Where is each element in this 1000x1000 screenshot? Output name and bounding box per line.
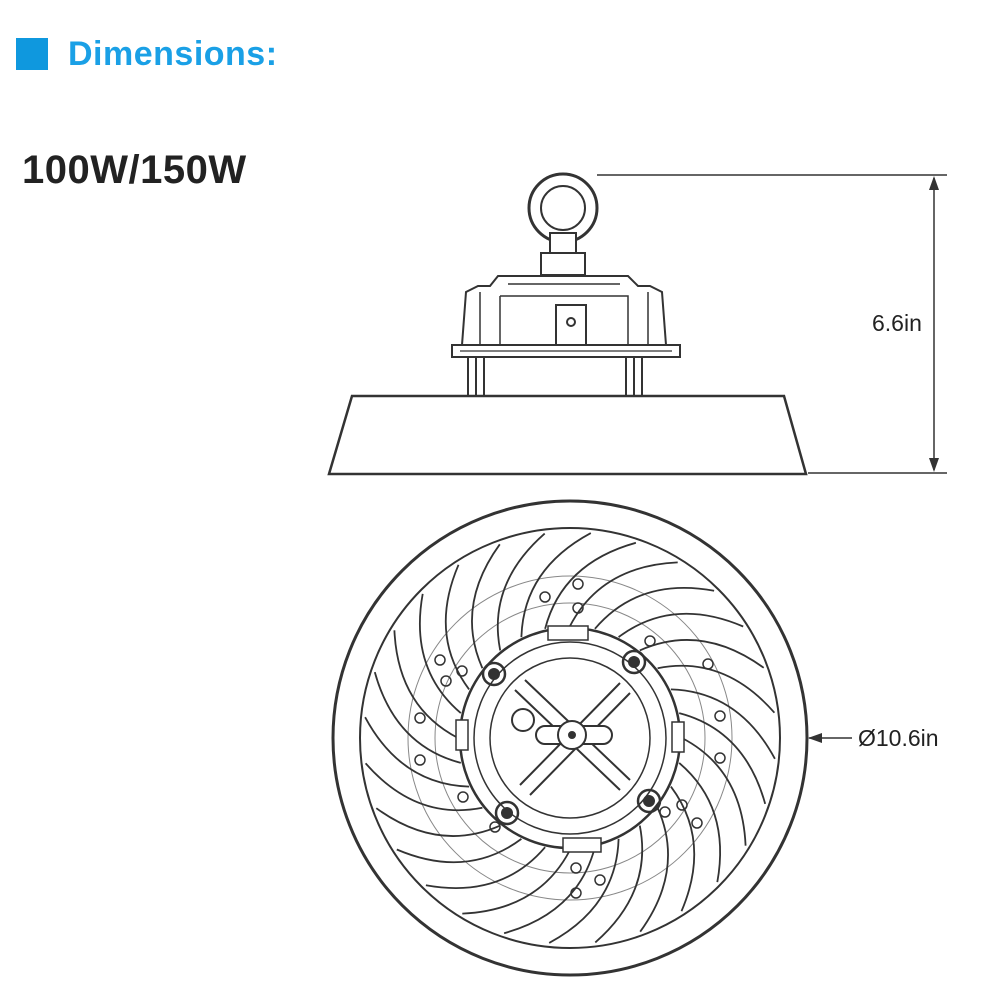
diameter-dimension-label: Ø10.6in [858,725,939,751]
diameter-arrow [808,733,822,743]
cooling-fin [444,564,470,690]
cooling-fin [594,825,644,944]
cooling-fin [503,846,596,935]
hub-bolts [481,649,662,826]
section-header: Dimensions: [16,32,278,76]
vent-hole [702,658,714,670]
fin-ring-outer [359,527,781,949]
vent-holes [414,578,726,899]
dimension-arrow-bottom [929,458,939,472]
vent-hole [594,874,606,886]
support-posts [467,357,643,396]
vent-hole [714,710,726,722]
section-title: Dimensions: [68,34,278,73]
vent-hole [434,654,446,666]
cooling-fin [639,807,669,933]
cooling-fin [393,630,459,739]
cooling-fin [375,807,501,837]
height-dimension-line [597,174,947,474]
cooling-fin [657,664,776,714]
cooling-fin [425,846,546,889]
cooling-fin [496,532,546,651]
eye-bolt-hole [540,185,586,231]
cooling-fin [678,712,767,805]
vent-hole [414,712,426,724]
square-bullet-icon [16,38,48,70]
reflector-shade [327,394,808,476]
vent-hole [414,754,426,766]
outer-rim [331,499,809,977]
cooling-fin [681,737,747,846]
vent-hole [676,799,688,811]
mounting-bracket [555,304,587,351]
vent-hole [714,752,726,764]
cooling-fin [364,762,483,812]
cooling-fin [670,786,696,912]
cooling-fin [396,838,522,864]
vent-hole [572,578,584,590]
vent-hole [539,591,551,603]
cooling-fin [670,688,776,760]
eye-bolt-ring [527,172,599,244]
vent-hole [489,821,501,833]
cooling-fin [471,543,501,669]
cooling-fin [618,612,744,638]
vent-hole [572,602,584,614]
cooling-fin [364,716,470,788]
vent-hole [644,635,656,647]
cooling-fin [548,838,620,944]
cooling-fin [520,532,592,638]
vent-hole [659,806,671,818]
vent-hole [440,675,452,687]
vent-hole [691,817,703,829]
cooling-fin [678,762,721,883]
vent-hole [570,862,582,874]
vent-hole [456,665,468,677]
vent-hole [457,791,469,803]
model-label: 100W/150W [22,148,247,192]
cooling-fins [364,532,776,944]
eye-bolt-base [540,252,586,276]
height-dimension-label: 6.6in [872,310,922,336]
cooling-fin [462,849,571,915]
cooling-fin [419,593,462,714]
vent-hole [570,887,582,899]
cooling-fin [544,541,637,630]
dimension-arrow-top [929,176,939,190]
eye-bolt-neck [549,232,577,256]
cooling-fin [373,671,462,764]
side-view [327,172,947,476]
bottom-view [331,499,852,977]
cooling-fin [594,587,715,630]
